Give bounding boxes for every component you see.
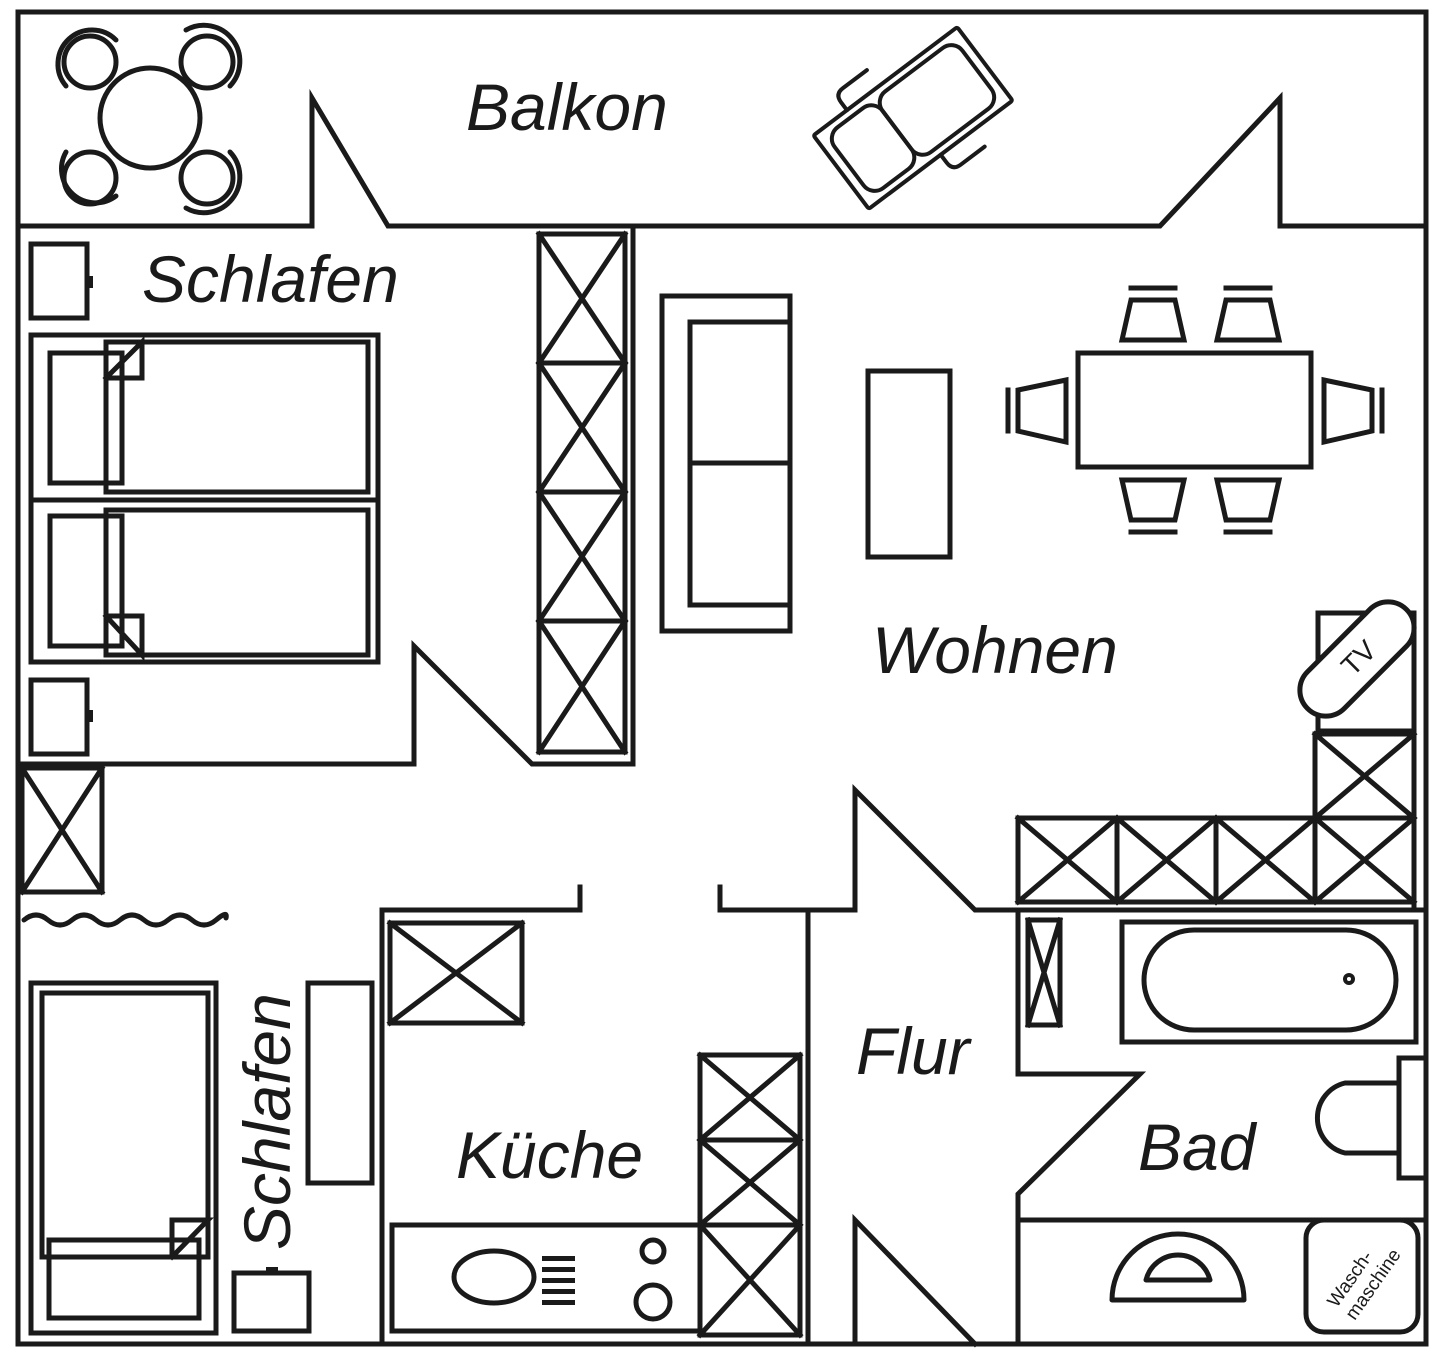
kitchen-sink-icon: [451, 1248, 575, 1306]
nightstand-icon: [28, 677, 93, 757]
room-label-kuche: Küche: [456, 1118, 643, 1192]
single-bed-icon: [28, 980, 219, 1336]
room-label-flur: Flur: [856, 1014, 973, 1088]
cabinet-icon: [386, 919, 526, 1027]
coffee-table-icon: [865, 368, 953, 560]
dining-table-with-6-chairs-icon: [1005, 285, 1385, 535]
outer-wall: [15, 9, 1429, 1347]
cabinet-icon: [18, 764, 106, 896]
hallway-room: Flur: [856, 1014, 973, 1088]
kitchen-wall-top-right: [717, 783, 1429, 913]
sofa-icon: [659, 293, 793, 634]
balcony-wall-left: [15, 88, 1429, 229]
sun-lounger-icon: [812, 25, 1014, 211]
bathtub-icon: [1119, 919, 1419, 1045]
sink-icon: [1109, 1231, 1247, 1303]
tv-icon: TV: [1297, 599, 1417, 734]
round-table-with-4-chairs-icon: [55, 22, 243, 216]
bathroom-wall: [1015, 907, 1147, 1347]
nightstand-icon: [28, 241, 93, 321]
stove-icon: [633, 1237, 673, 1322]
living-room: Wohnen TV: [659, 285, 1418, 913]
walls: [15, 9, 1429, 1348]
balcony-room: Balkon: [55, 22, 1014, 216]
room-label-schlafen-1: Schlafen: [142, 242, 399, 316]
room-label-balkon: Balkon: [466, 70, 668, 144]
cabinet-icon: [1014, 730, 1418, 906]
cabinet-icon: [1024, 916, 1064, 1029]
room-label-wohnen: Wohnen: [872, 613, 1118, 687]
curtain-icon: [21, 912, 229, 928]
bedroom-1-room: Schlafen: [28, 230, 629, 757]
kitchen-wall-top-left: [379, 884, 583, 1347]
wardrobe-icon: [535, 230, 629, 756]
room-label-bad: Bad: [1138, 1110, 1258, 1184]
counter-icon: [389, 1222, 703, 1334]
room-label-schlafen-2: Schlafen: [230, 993, 304, 1250]
washing-machine-icon: Wasch- maschine: [1303, 1217, 1421, 1335]
nightstand-icon: [231, 1267, 312, 1334]
kitchen-room: Küche: [386, 919, 804, 1339]
single-bed-icon: [28, 332, 381, 665]
toilet-icon: [1314, 1055, 1429, 1181]
cabinet-icon: [696, 1051, 804, 1339]
hallway-door-swing: [852, 1213, 979, 1348]
desk-icon: [305, 980, 375, 1186]
bedroom-2-room: Schlafen: [18, 764, 375, 1336]
bedroom-1-wall: [15, 223, 636, 767]
